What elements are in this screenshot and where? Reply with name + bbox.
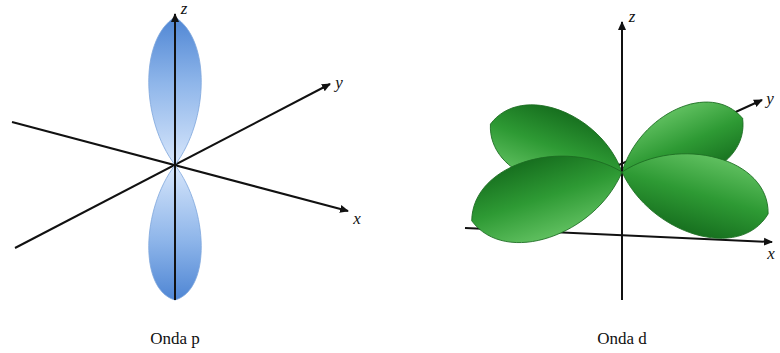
axis-label: y — [766, 90, 774, 107]
caption-label: Onda p — [150, 330, 200, 347]
z-axis — [621, 22, 623, 300]
caption-label: Onda d — [597, 330, 647, 347]
front-right-lobe — [611, 134, 779, 252]
axis-label: x — [767, 245, 775, 262]
axis-label: z — [181, 0, 188, 17]
front-left-lobe — [459, 134, 634, 258]
z-axis — [174, 14, 176, 300]
axis-label: z — [629, 8, 636, 25]
p-orbital — [12, 14, 348, 300]
axis-label: y — [335, 74, 343, 91]
axis-label: x — [353, 210, 361, 227]
d-orbital — [459, 22, 779, 300]
